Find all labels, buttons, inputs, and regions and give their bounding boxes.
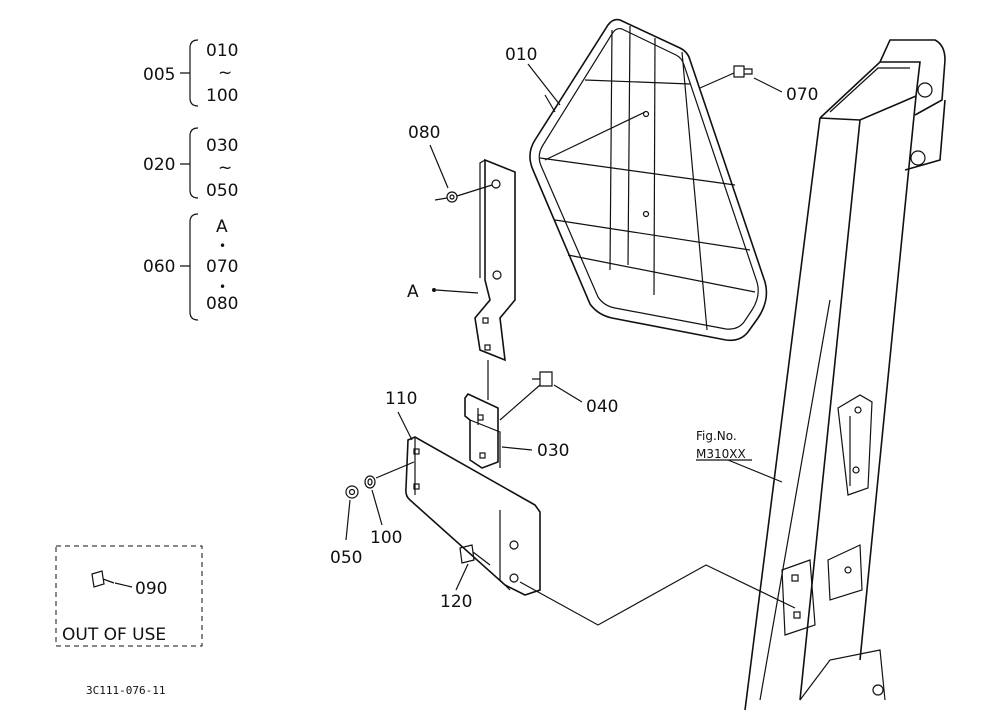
callout-090: 090 — [135, 579, 167, 599]
fig-ref-number: M310XX — [696, 447, 746, 461]
leader-line — [371, 489, 383, 526]
nut-part-050 — [345, 485, 359, 499]
legend-group-060: 060 A • 070 • 080 — [143, 213, 238, 321]
legend-bracket — [180, 127, 199, 199]
leader-line — [501, 446, 533, 451]
callout-050: 050 — [330, 548, 362, 568]
leader-line — [544, 94, 556, 113]
callout-100: 100 — [370, 528, 402, 548]
leader-line — [435, 289, 479, 294]
grille-part-010 — [529, 18, 768, 342]
leader-line — [375, 461, 415, 479]
legend-tilde: ~ — [218, 158, 232, 178]
bolt-part-120 — [459, 544, 491, 566]
legend-code-005: 005 — [143, 65, 175, 85]
leader-line — [553, 384, 583, 403]
leader-line — [753, 77, 783, 93]
callout-dot — [432, 288, 436, 292]
legend-dot: • — [219, 280, 226, 294]
bolt-part-090 — [91, 570, 115, 588]
legend-tilde: ~ — [218, 63, 232, 83]
legend-item-080: 080 — [206, 294, 238, 314]
fig-ref-label: Fig.No. — [696, 429, 737, 443]
callout-010: 010 — [505, 45, 537, 65]
callout-120: 120 — [440, 592, 472, 612]
bracket-part-A — [474, 158, 516, 400]
leader-line — [519, 564, 796, 626]
legend-dot: • — [219, 239, 226, 253]
leader-line — [114, 582, 133, 588]
plate-part-110 — [405, 436, 541, 596]
legend-code-020: 020 — [143, 155, 175, 175]
legend-group-020: 020 030 ~ 050 — [143, 127, 238, 201]
legend-to-100: 100 — [206, 86, 238, 106]
callout-080: 080 — [408, 123, 440, 143]
leader-line — [345, 499, 351, 541]
leader-line — [397, 411, 413, 441]
leader-line — [429, 144, 449, 189]
frame-column — [744, 39, 946, 711]
out-of-use-box — [55, 545, 203, 647]
legend-bracket — [180, 39, 199, 107]
nut-part-080 — [434, 184, 493, 203]
leader-line — [455, 563, 469, 591]
bracket-part-030 — [464, 393, 501, 469]
legend-code-060: 060 — [143, 257, 175, 277]
callout-040: 040 — [586, 397, 618, 417]
callout-A: A — [407, 282, 419, 302]
leader-line — [544, 111, 646, 161]
leader-line — [527, 63, 561, 106]
bolt-part-040 — [499, 371, 553, 421]
legend-group-005: 005 010 ~ 100 — [143, 39, 238, 107]
callout-110: 110 — [385, 389, 417, 409]
legend-bracket — [180, 213, 199, 321]
bolt-part-070 — [699, 65, 753, 89]
legend-from-010: 010 — [206, 41, 238, 61]
drawing-id: 3C111-076-11 — [86, 684, 165, 697]
legend-from-030: 030 — [206, 136, 238, 156]
leader-line — [727, 459, 783, 483]
washer-part-100 — [364, 475, 376, 489]
legend-to-050: 050 — [206, 181, 238, 201]
legend-item-070: 070 — [206, 257, 238, 277]
legend-item-A: A — [216, 217, 228, 237]
callout-070: 070 — [786, 85, 818, 105]
out-of-use-label: OUT OF USE — [62, 625, 166, 645]
callout-030: 030 — [537, 441, 569, 461]
